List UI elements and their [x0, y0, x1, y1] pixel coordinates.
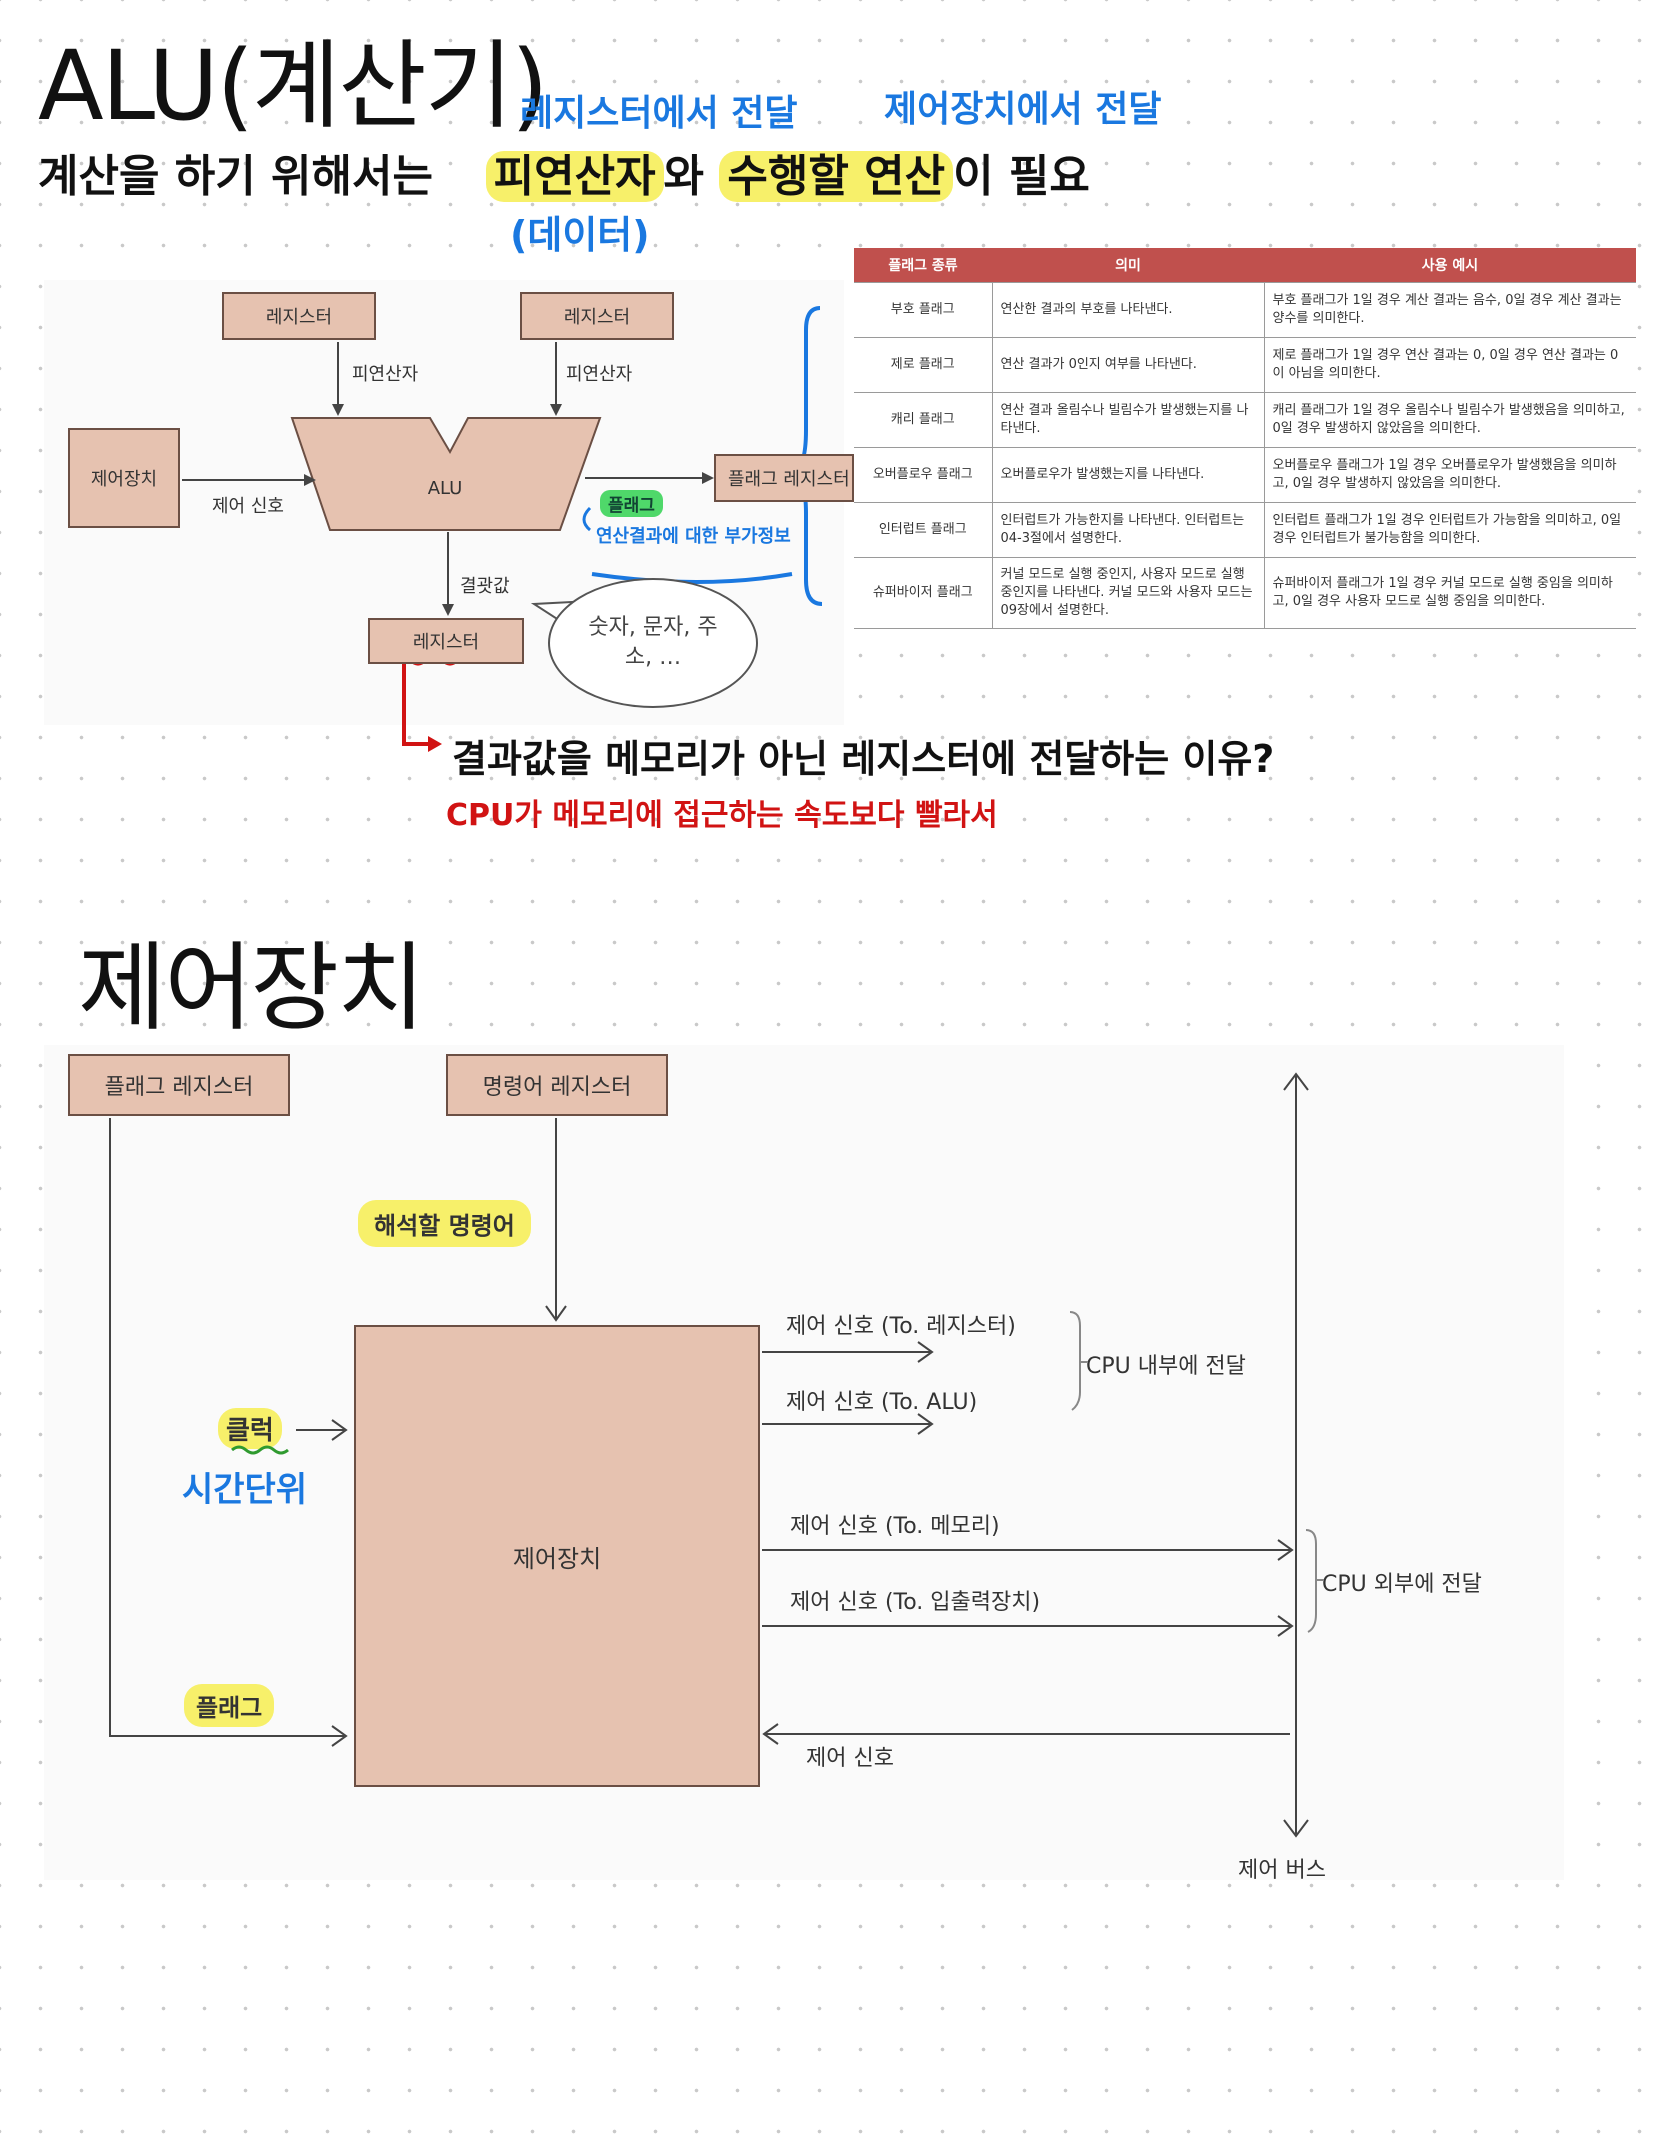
control-unit-box: 제어장치: [354, 1325, 760, 1787]
flag-table-wrapper: 플래그 종류 의미 사용 예시 부호 플래그 연산한 결과의 부호를 나타낸다.…: [854, 248, 1636, 629]
alu-title: ALU(계산기): [38, 30, 549, 142]
control-bus-label: 제어 버스: [1238, 1858, 1326, 1883]
note-data: (데이터): [510, 213, 650, 257]
flag-table: 플래그 종류 의미 사용 예시 부호 플래그 연산한 결과의 부호를 나타낸다.…: [854, 248, 1636, 629]
table-cell: 오버플로우가 발생했는지를 나타낸다.: [991, 447, 1264, 503]
table-cell: 제로 플래그: [854, 337, 992, 393]
register-left: 레지스터: [222, 292, 376, 340]
table-row: 부호 플래그 연산한 결과의 부호를 나타낸다. 부호 플래그가 1일 경우 계…: [854, 282, 1636, 338]
intro-wa: 와: [663, 151, 705, 202]
control-signal-label: 제어 신호: [212, 496, 284, 517]
table-cell: 오버플로우 플래그가 1일 경우 오버플로우가 발생했음을 의미하고, 0일 경…: [1263, 447, 1636, 503]
table-cell: 부호 플래그: [854, 282, 992, 338]
note-control: 제어장치에서 전달: [884, 89, 1162, 130]
operand-left-label: 피연산자: [352, 364, 419, 385]
signal-to-register: 제어 신호 (To. 레지스터): [786, 1314, 1016, 1339]
question-text: 결과값을 메모리가 아닌 레지스터에 전달하는 이유?: [452, 737, 1275, 781]
header-meaning: 의미: [992, 248, 1264, 283]
table-cell: 캐리 플래그가 1일 경우 올림수나 빌림수가 발생했음을 의미하고, 0일 경…: [1263, 392, 1636, 448]
table-row: 캐리 플래그 연산 결과 올림수나 빌림수가 발생했는지를 나타낸다. 캐리 플…: [854, 392, 1636, 448]
table-row: 오버플로우 플래그 오버플로우가 발생했는지를 나타낸다. 오버플로우 플래그가…: [854, 447, 1636, 503]
signal-in-label: 제어 신호: [806, 1746, 894, 1771]
table-cell: 인터럽트 플래그가 1일 경우 인터럽트가 가능함을 의미하고, 0일 경우 인…: [1263, 502, 1636, 558]
signal-to-alu: 제어 신호 (To. ALU): [786, 1390, 978, 1415]
flag-label: 플래그: [184, 1684, 275, 1727]
signal-to-memory: 제어 신호 (To. 메모리): [790, 1514, 1000, 1539]
register-right: 레지스터: [520, 292, 674, 340]
flag-register-box-2: 플래그 레지스터: [68, 1054, 290, 1116]
table-cell: 인터럽트가 가능한지를 나타낸다. 인터럽트는 04-3절에서 설명한다.: [991, 502, 1264, 558]
alu-shape: [290, 417, 602, 531]
table-row: 제로 플래그 연산 결과가 0인지 여부를 나타낸다. 제로 플래그가 1일 경…: [854, 337, 1636, 393]
header-flag-type: 플래그 종류: [854, 248, 992, 283]
time-unit-label: 시간단위: [182, 1470, 308, 1510]
internal-label: CPU 내부에 전달: [1086, 1354, 1246, 1379]
note-register: 레지스터에서 전달: [520, 93, 798, 134]
header-example: 사용 예시: [1264, 248, 1636, 283]
operation-highlight: 수행할 연산: [719, 151, 954, 202]
signal-to-io: 제어 신호 (To. 입출력장치): [790, 1590, 1041, 1615]
intro-suffix: 이 필요: [953, 151, 1090, 202]
operand-right-label: 피연산자: [566, 364, 633, 385]
external-label: CPU 외부에 전달: [1322, 1572, 1482, 1597]
table-cell: 슈퍼바이저 플래그: [854, 557, 992, 629]
value-bubble: 숫자, 문자, 주소, …: [548, 578, 758, 708]
table-cell: 커널 모드로 실행 중인지, 사용자 모드로 실행 중인지를 나타낸다. 커널 …: [991, 557, 1264, 629]
instruction-register-box: 명령어 레지스터: [446, 1054, 668, 1116]
flag-table-header: 플래그 종류 의미 사용 예시: [854, 248, 1636, 283]
table-cell: 부호 플래그가 1일 경우 계산 결과는 음수, 0일 경우 계산 결과는 양수…: [1263, 282, 1636, 338]
result-label: 결괏값: [460, 576, 510, 597]
flag-tag: 플래그: [600, 490, 663, 517]
intro-prefix: 계산을 하기 위해서는: [38, 151, 433, 202]
table-cell: 인터럽트 플래그: [854, 502, 992, 558]
decode-note: 해석할 명령어: [358, 1200, 531, 1247]
operand-highlight: 피연산자: [485, 151, 664, 202]
table-cell: 캐리 플래그: [854, 392, 992, 448]
table-cell: 연산 결과가 0인지 여부를 나타낸다.: [991, 337, 1264, 393]
flag-register-box: 플래그 레지스터: [714, 454, 854, 502]
control-diagram-panel: [44, 1045, 1564, 1880]
result-register: 레지스터: [368, 618, 524, 664]
table-cell: 제로 플래그가 1일 경우 연산 결과는 0, 0일 경우 연산 결과는 0이 …: [1263, 337, 1636, 393]
table-row: 슈퍼바이저 플래그 커널 모드로 실행 중인지, 사용자 모드로 실행 중인지를…: [854, 557, 1636, 629]
answer-text: CPU가 메모리에 접근하는 속도보다 빨라서: [446, 798, 998, 833]
table-cell: 연산 결과 올림수나 빌림수가 발생했는지를 나타낸다.: [991, 392, 1264, 448]
table-cell: 오버플로우 플래그: [854, 447, 992, 503]
alu-label: ALU: [427, 478, 463, 499]
table-cell: 연산한 결과의 부호를 나타낸다.: [991, 282, 1264, 338]
clock-label: 클럭: [218, 1408, 282, 1449]
flag-note: 연산결과에 대한 부가정보: [596, 526, 791, 547]
table-row: 인터럽트 플래그 인터럽트가 가능한지를 나타낸다. 인터럽트는 04-3절에서…: [854, 502, 1636, 558]
table-cell: 슈퍼바이저 플래그가 1일 경우 커널 모드로 실행 중임을 의미하고, 0일 …: [1263, 557, 1636, 629]
control-title: 제어장치: [78, 932, 425, 1044]
control-unit-small: 제어장치: [68, 428, 180, 528]
